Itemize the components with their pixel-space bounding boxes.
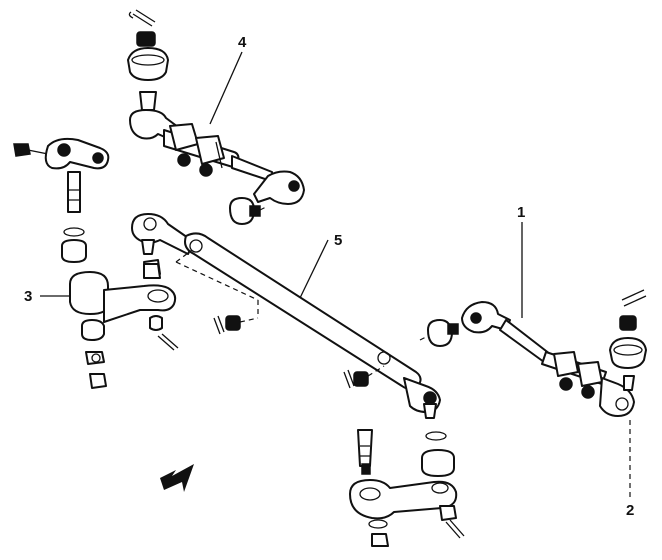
relay-rod-left-eye xyxy=(131,213,195,255)
mounting-bolt xyxy=(13,143,31,157)
seal-boot xyxy=(127,47,169,81)
ball-stud xyxy=(139,91,157,111)
sleeve-clamp xyxy=(553,351,579,377)
cotter-pin xyxy=(445,519,465,539)
pitman-arm-assembly xyxy=(349,403,465,547)
sleeve-clamp xyxy=(195,135,225,165)
seal-boot xyxy=(609,337,647,369)
sleeve-clamp xyxy=(577,361,603,387)
lock-nut xyxy=(89,373,107,389)
callout-5: 5 xyxy=(334,232,343,249)
right-ball-stud xyxy=(423,403,437,419)
lock-nut xyxy=(371,533,389,547)
relay-rod-assembly xyxy=(131,213,441,413)
castle-nut xyxy=(225,315,241,331)
washer xyxy=(425,431,447,441)
castle-nut xyxy=(136,31,156,47)
lever-nut xyxy=(439,505,457,521)
callout-leader xyxy=(209,51,243,125)
left-ball-stud xyxy=(141,239,155,255)
washer xyxy=(63,227,85,237)
callout-2: 2 xyxy=(626,502,635,519)
callout-4: 4 xyxy=(238,34,247,51)
inner-tie-rod-end xyxy=(253,170,305,205)
stud-nut xyxy=(143,263,161,279)
right-tie-rod-assembly xyxy=(419,222,647,500)
castle-nut xyxy=(353,371,369,387)
relay-rod xyxy=(184,232,422,390)
bracket-stud xyxy=(67,171,81,213)
cotter-pin xyxy=(343,369,355,389)
idler-arm-lever xyxy=(103,284,177,323)
upper-tie-rod-assembly xyxy=(127,9,305,225)
idler-arm xyxy=(69,271,109,315)
bushing xyxy=(61,239,87,263)
cotter-pin xyxy=(157,333,179,351)
tie-rod xyxy=(499,319,551,363)
callout-1: 1 xyxy=(517,204,526,221)
lever-washer xyxy=(149,315,163,331)
cotter-pin xyxy=(213,315,225,335)
castle-nut xyxy=(619,315,637,331)
sleeve-clamp xyxy=(169,123,199,151)
bushing xyxy=(421,449,455,477)
callout-3: 3 xyxy=(24,288,33,305)
cotter-pin xyxy=(621,289,647,307)
idler-arm-assembly xyxy=(13,137,179,389)
callout-leader xyxy=(299,239,329,299)
ball-stud xyxy=(623,375,635,391)
cotter-pin xyxy=(128,9,156,27)
arrow-forward-icon xyxy=(160,464,194,492)
lower-nut xyxy=(81,319,105,341)
washer xyxy=(368,519,388,529)
sector-shaft xyxy=(357,429,373,467)
